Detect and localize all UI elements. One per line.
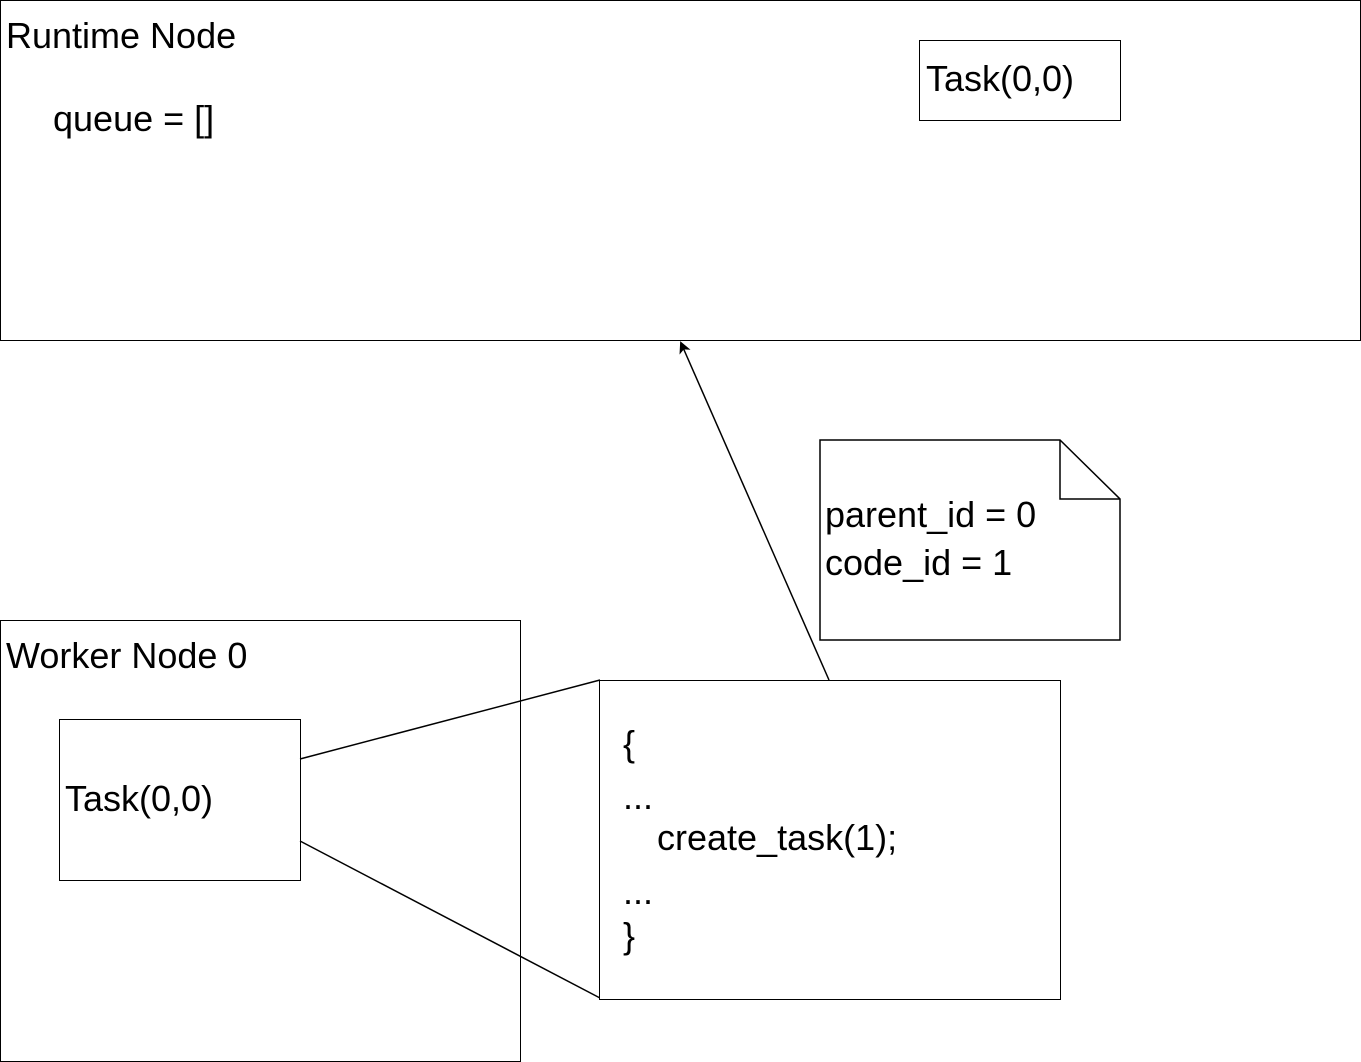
- note-line-parent-id: parent_id = 0: [825, 494, 1037, 535]
- zoom-line-bottom: [299, 840, 601, 999]
- worker-node-title: Worker Node 0: [6, 635, 248, 676]
- runtime-task-box: Task(0,0): [919, 40, 1121, 121]
- note-shape: [819, 439, 1121, 641]
- code-line-create-task: create_task(1);: [657, 817, 898, 858]
- code-block: { ... create_task(1); ... }: [599, 680, 1061, 1000]
- queue-label: queue = []: [53, 98, 215, 139]
- code-line-close-brace: }: [623, 915, 636, 956]
- runtime-node: Runtime Node queue = []: [0, 0, 1361, 341]
- zoom-line-top: [299, 679, 601, 760]
- code-line-open-brace: {: [623, 723, 636, 764]
- create-task-arrow: [679, 341, 830, 681]
- runtime-task-label: Task(0,0): [926, 58, 1075, 99]
- runtime-node-title: Runtime Node: [6, 15, 237, 56]
- note-fold: [1059, 440, 1120, 500]
- worker-task-label: Task(0,0): [65, 778, 214, 819]
- worker-task-box: Task(0,0): [59, 719, 301, 881]
- code-line-ellipsis-1: ...: [623, 776, 654, 817]
- note-line-code-id: code_id = 1: [825, 542, 1013, 583]
- code-line-ellipsis-2: ...: [623, 871, 654, 912]
